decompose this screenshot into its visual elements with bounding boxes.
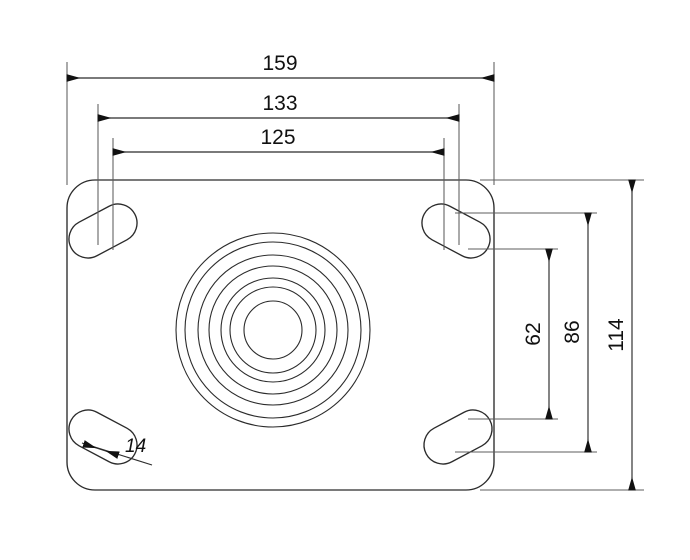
circle-outer-6	[184, 241, 362, 419]
dimension-slot-pitch-inner: 62	[468, 248, 558, 420]
circle-outer-5	[197, 254, 349, 406]
concentric-circle-group	[175, 232, 371, 428]
dim-label-14: 14	[125, 436, 146, 457]
circle-inner-1	[243, 300, 303, 360]
dim-label-86: 86	[561, 320, 584, 343]
dim-label-62: 62	[522, 322, 545, 345]
dimension-slot-width: 14	[81, 436, 153, 466]
top-plate-outline	[66, 179, 495, 491]
dim-line-14	[82, 440, 120, 459]
dimension-slot-pitch-outer: 86	[455, 212, 597, 453]
dim-label-159: 159	[262, 52, 297, 75]
circle-mid-3	[220, 277, 326, 383]
circle-outer-7	[175, 232, 371, 428]
slot-top-right	[421, 203, 491, 259]
mounting-slot-group	[68, 203, 493, 465]
circle-inner-2	[229, 286, 317, 374]
dimension-bolt-inner: 125	[112, 126, 445, 250]
dim-label-125: 125	[260, 126, 295, 149]
dimension-overall-height: 114	[480, 179, 644, 491]
dimension-bolt-outer: 133	[97, 92, 460, 245]
dim-label-114: 114	[605, 318, 628, 352]
dim-label-133: 133	[262, 92, 297, 115]
slot-bottom-right	[423, 409, 493, 465]
slot-top-left	[68, 203, 138, 259]
circle-mid-4	[208, 265, 338, 395]
dimension-overall-width: 159	[66, 52, 495, 185]
